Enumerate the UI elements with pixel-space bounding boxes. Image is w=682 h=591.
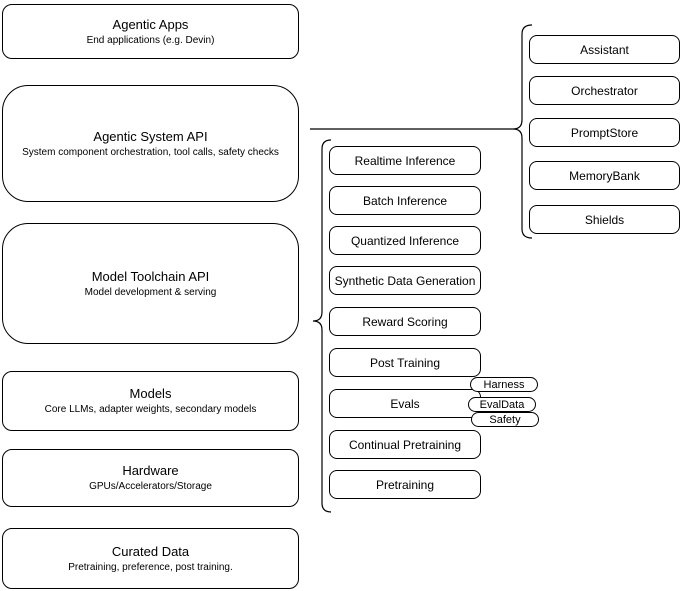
node-batch-inference: Batch Inference bbox=[329, 186, 481, 215]
node-label: Batch Inference bbox=[362, 193, 448, 208]
node-hardware: Hardware GPUs/Accelerators/Storage bbox=[2, 449, 299, 507]
node-label: Shields bbox=[584, 212, 625, 227]
node-title: Curated Data bbox=[111, 543, 190, 559]
node-subtitle: End applications (e.g. Devin) bbox=[86, 34, 215, 46]
node-models: Models Core LLMs, adapter weights, secon… bbox=[2, 371, 299, 431]
node-title: Models bbox=[129, 386, 172, 401]
node-label: Realtime Inference bbox=[354, 153, 456, 168]
node-label: Synthetic Data Generation bbox=[334, 273, 476, 288]
node-label: Post Training bbox=[369, 355, 441, 370]
node-model-toolchain-api: Model Toolchain API Model development & … bbox=[2, 223, 299, 344]
node-subtitle: GPUs/Accelerators/Storage bbox=[89, 481, 212, 492]
node-subtitle: System component orchestration, tool cal… bbox=[22, 146, 279, 158]
node-title: Agentic Apps bbox=[112, 16, 189, 32]
node-subtitle: Pretraining, preference, post training. bbox=[68, 561, 233, 573]
node-label: MemoryBank bbox=[569, 168, 640, 183]
tag-evaldata: EvalData bbox=[468, 397, 536, 412]
node-label: Orchestrator bbox=[571, 83, 638, 98]
node-label: Quantized Inference bbox=[350, 233, 460, 248]
node-reward-scoring: Reward Scoring bbox=[329, 307, 481, 336]
node-title: Model Toolchain API bbox=[91, 268, 210, 284]
tag-safety: Safety bbox=[471, 412, 539, 427]
node-subtitle: Core LLMs, adapter weights, secondary mo… bbox=[44, 404, 257, 415]
node-promptstore: PromptStore bbox=[529, 118, 680, 147]
node-label: Pretraining bbox=[375, 477, 435, 492]
node-continual-pretraining: Continual Pretraining bbox=[329, 430, 481, 459]
node-subtitle: Model development & serving bbox=[84, 286, 217, 298]
node-label: Evals bbox=[390, 396, 420, 411]
node-label: Continual Pretraining bbox=[348, 437, 462, 452]
node-quantized-inference: Quantized Inference bbox=[329, 226, 481, 255]
node-agentic-system-api: Agentic System API System component orch… bbox=[2, 85, 299, 202]
node-synthetic-data-generation: Synthetic Data Generation bbox=[329, 266, 481, 295]
node-label: Reward Scoring bbox=[362, 314, 448, 329]
node-shields: Shields bbox=[529, 205, 680, 234]
node-orchestrator: Orchestrator bbox=[529, 76, 680, 105]
node-post-training: Post Training bbox=[329, 348, 481, 377]
node-agentic-apps: Agentic Apps End applications (e.g. Devi… bbox=[2, 4, 299, 59]
node-title: Agentic System API bbox=[93, 128, 208, 144]
node-realtime-inference: Realtime Inference bbox=[329, 146, 481, 175]
tag-harness: Harness bbox=[470, 377, 538, 392]
tag-label: Harness bbox=[483, 378, 525, 391]
node-label: Assistant bbox=[580, 42, 629, 57]
node-label: PromptStore bbox=[570, 125, 639, 140]
node-evals: Evals bbox=[329, 389, 481, 418]
node-pretraining: Pretraining bbox=[329, 470, 481, 499]
node-curated-data: Curated Data Pretraining, preference, po… bbox=[2, 528, 299, 589]
node-title: Hardware bbox=[122, 463, 179, 478]
tag-label: Safety bbox=[489, 413, 521, 426]
node-memorybank: MemoryBank bbox=[529, 161, 680, 190]
node-assistant: Assistant bbox=[529, 35, 680, 64]
tag-label: EvalData bbox=[479, 398, 525, 411]
